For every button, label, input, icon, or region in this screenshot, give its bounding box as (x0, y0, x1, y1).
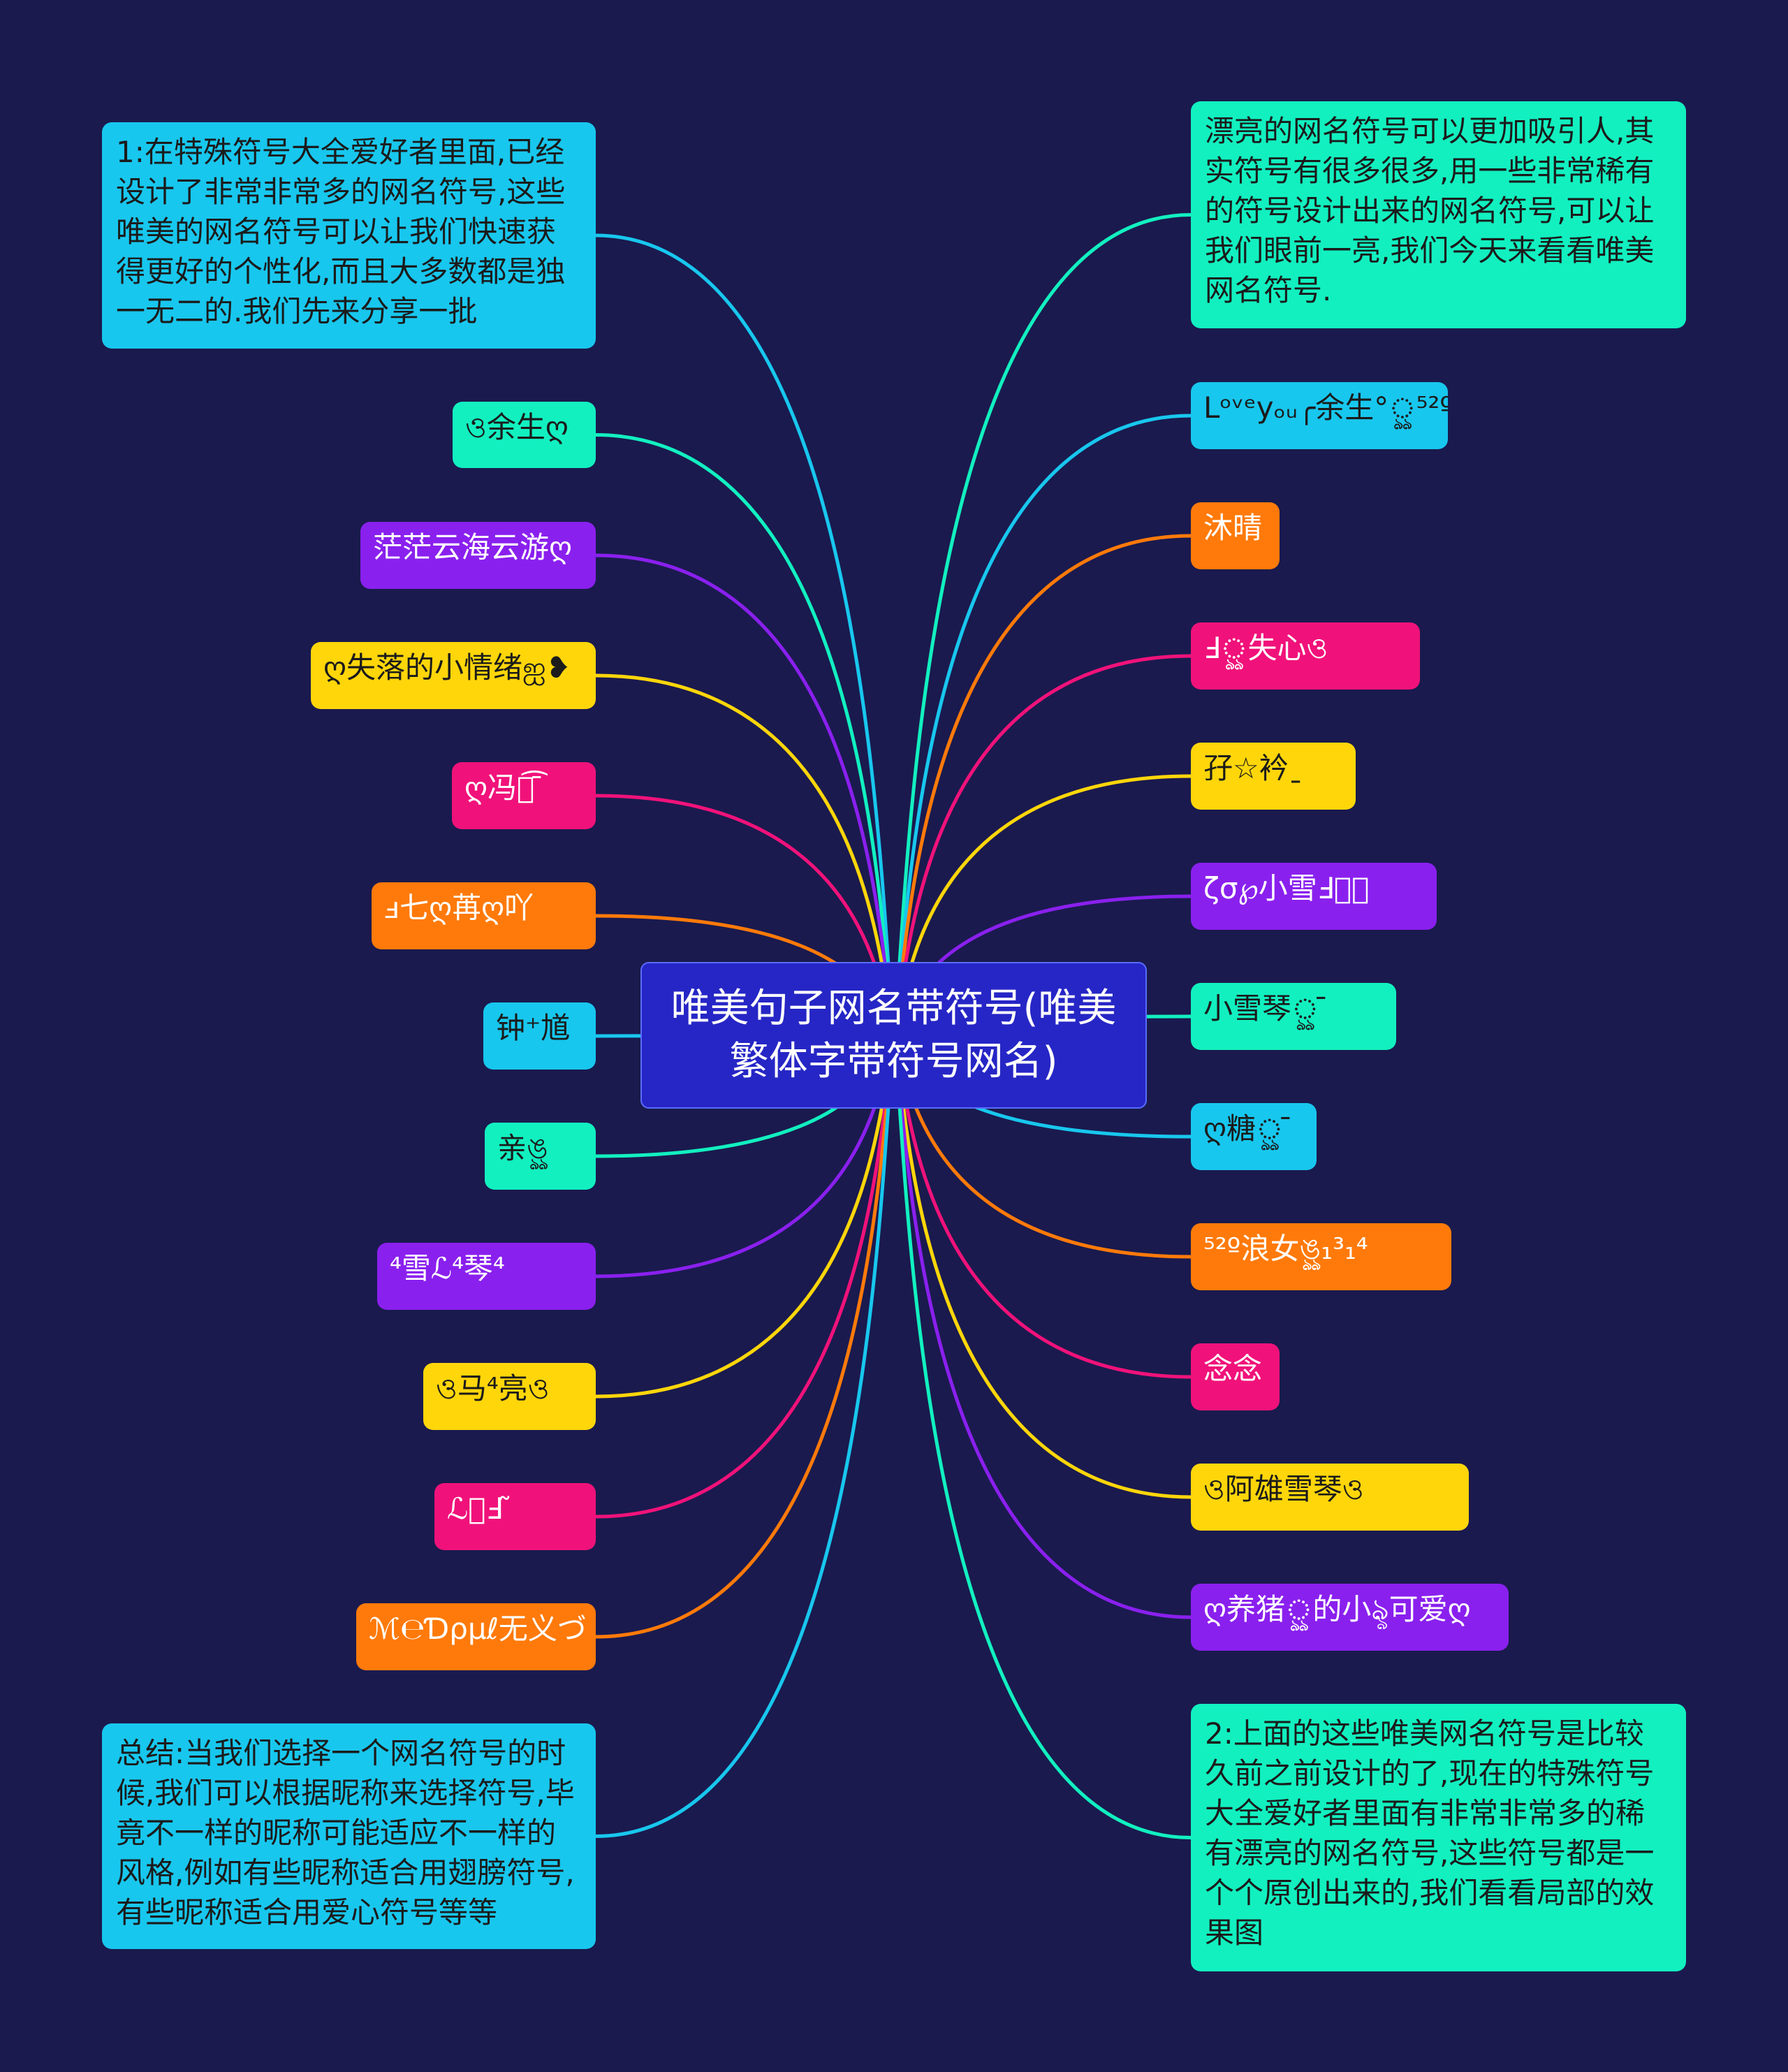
left-node-6[interactable]: ⅎ七ღ苒ღ吖 (372, 882, 596, 949)
left-node-10[interactable]: ও马⁴亮ও (423, 1363, 596, 1430)
right-node-6[interactable]: ζσ℘小雪Ⅎᷤᷤ (1191, 863, 1437, 930)
left-node-7[interactable]: 钟⁺馗 (483, 1002, 596, 1070)
right-node-4[interactable]: Ⅎৣ失心ও (1191, 622, 1420, 690)
right-node-9[interactable]: ⁵²º浪女ঙৣ₁³₁⁴ (1191, 1223, 1451, 1290)
right-connector-2 (892, 414, 1193, 1037)
left-node-5[interactable]: ღ冯ৣ͡ ̄ (452, 762, 596, 829)
left-connector-12 (594, 1033, 896, 1639)
left-node-intro[interactable]: 1:在特殊符号大全爱好者里面,已经设计了非常非常多的网名符号,这些唯美的网名符号… (102, 122, 596, 349)
right-node-3[interactable]: 沐晴 (1191, 502, 1280, 569)
right-node-2[interactable]: Lᵒᵛᵉyₒᵤ╭余生°ৣ⁵²º (1191, 382, 1448, 449)
left-connector-2 (594, 433, 896, 1037)
right-connector-13 (892, 1033, 1193, 1839)
left-node-2[interactable]: ও余生ღ (453, 402, 596, 468)
left-node-summary[interactable]: 总结:当我们选择一个网名符号的时候,我们可以根据昵称来选择符号,毕竟不一样的昵称… (102, 1723, 596, 1949)
right-connector-1 (892, 213, 1193, 1037)
left-connector-13 (594, 1033, 896, 1838)
left-node-12[interactable]: ℳ℮Ɗρμℓ无义づ (356, 1603, 596, 1670)
right-node-intro[interactable]: 漂亮的网名符号可以更加吸引人,其实符号有很多很多,用一些非常稀有的符号设计出来的… (1191, 101, 1686, 328)
right-node-12[interactable]: ღ养猪ৣ的小ৡ可爱ღ (1191, 1584, 1509, 1651)
left-node-4[interactable]: ღ失落的小情绪ஐ❥ (311, 642, 596, 709)
right-node-10[interactable]: 念念 (1191, 1343, 1280, 1410)
right-node-8[interactable]: ღ糖ৣ ̄ (1191, 1103, 1317, 1170)
central-topic-line-2: 繁体字带符号网名) (729, 1039, 1058, 1084)
central-topic-line-1: 唯美句子网名带符号(唯美 (670, 986, 1117, 1031)
left-node-11[interactable]: ℒৣℲ ̃ (434, 1483, 596, 1550)
right-node-summary[interactable]: 2:上面的这些唯美网名符号是比较久前之前设计的了,现在的特殊符号大全爱好者里面有… (1191, 1704, 1686, 1971)
right-node-7[interactable]: 小雪琴ৣ ̄ (1191, 983, 1396, 1050)
left-node-9[interactable]: ⁴雪ℒ⁴琴⁴ (377, 1243, 596, 1310)
right-connector-12 (892, 1033, 1193, 1619)
right-node-5[interactable]: 孖☆衿ˍ (1191, 743, 1356, 810)
right-node-11[interactable]: ও阿雄雪琴ও (1191, 1464, 1469, 1531)
left-node-8[interactable]: 亲ঙৣ (485, 1123, 596, 1190)
central-topic[interactable]: 唯美句子网名带符号(唯美 繁体字带符号网名) (640, 962, 1147, 1109)
left-connector-1 (594, 233, 896, 1037)
left-node-3[interactable]: 茫茫云海云游ღ (360, 522, 596, 589)
